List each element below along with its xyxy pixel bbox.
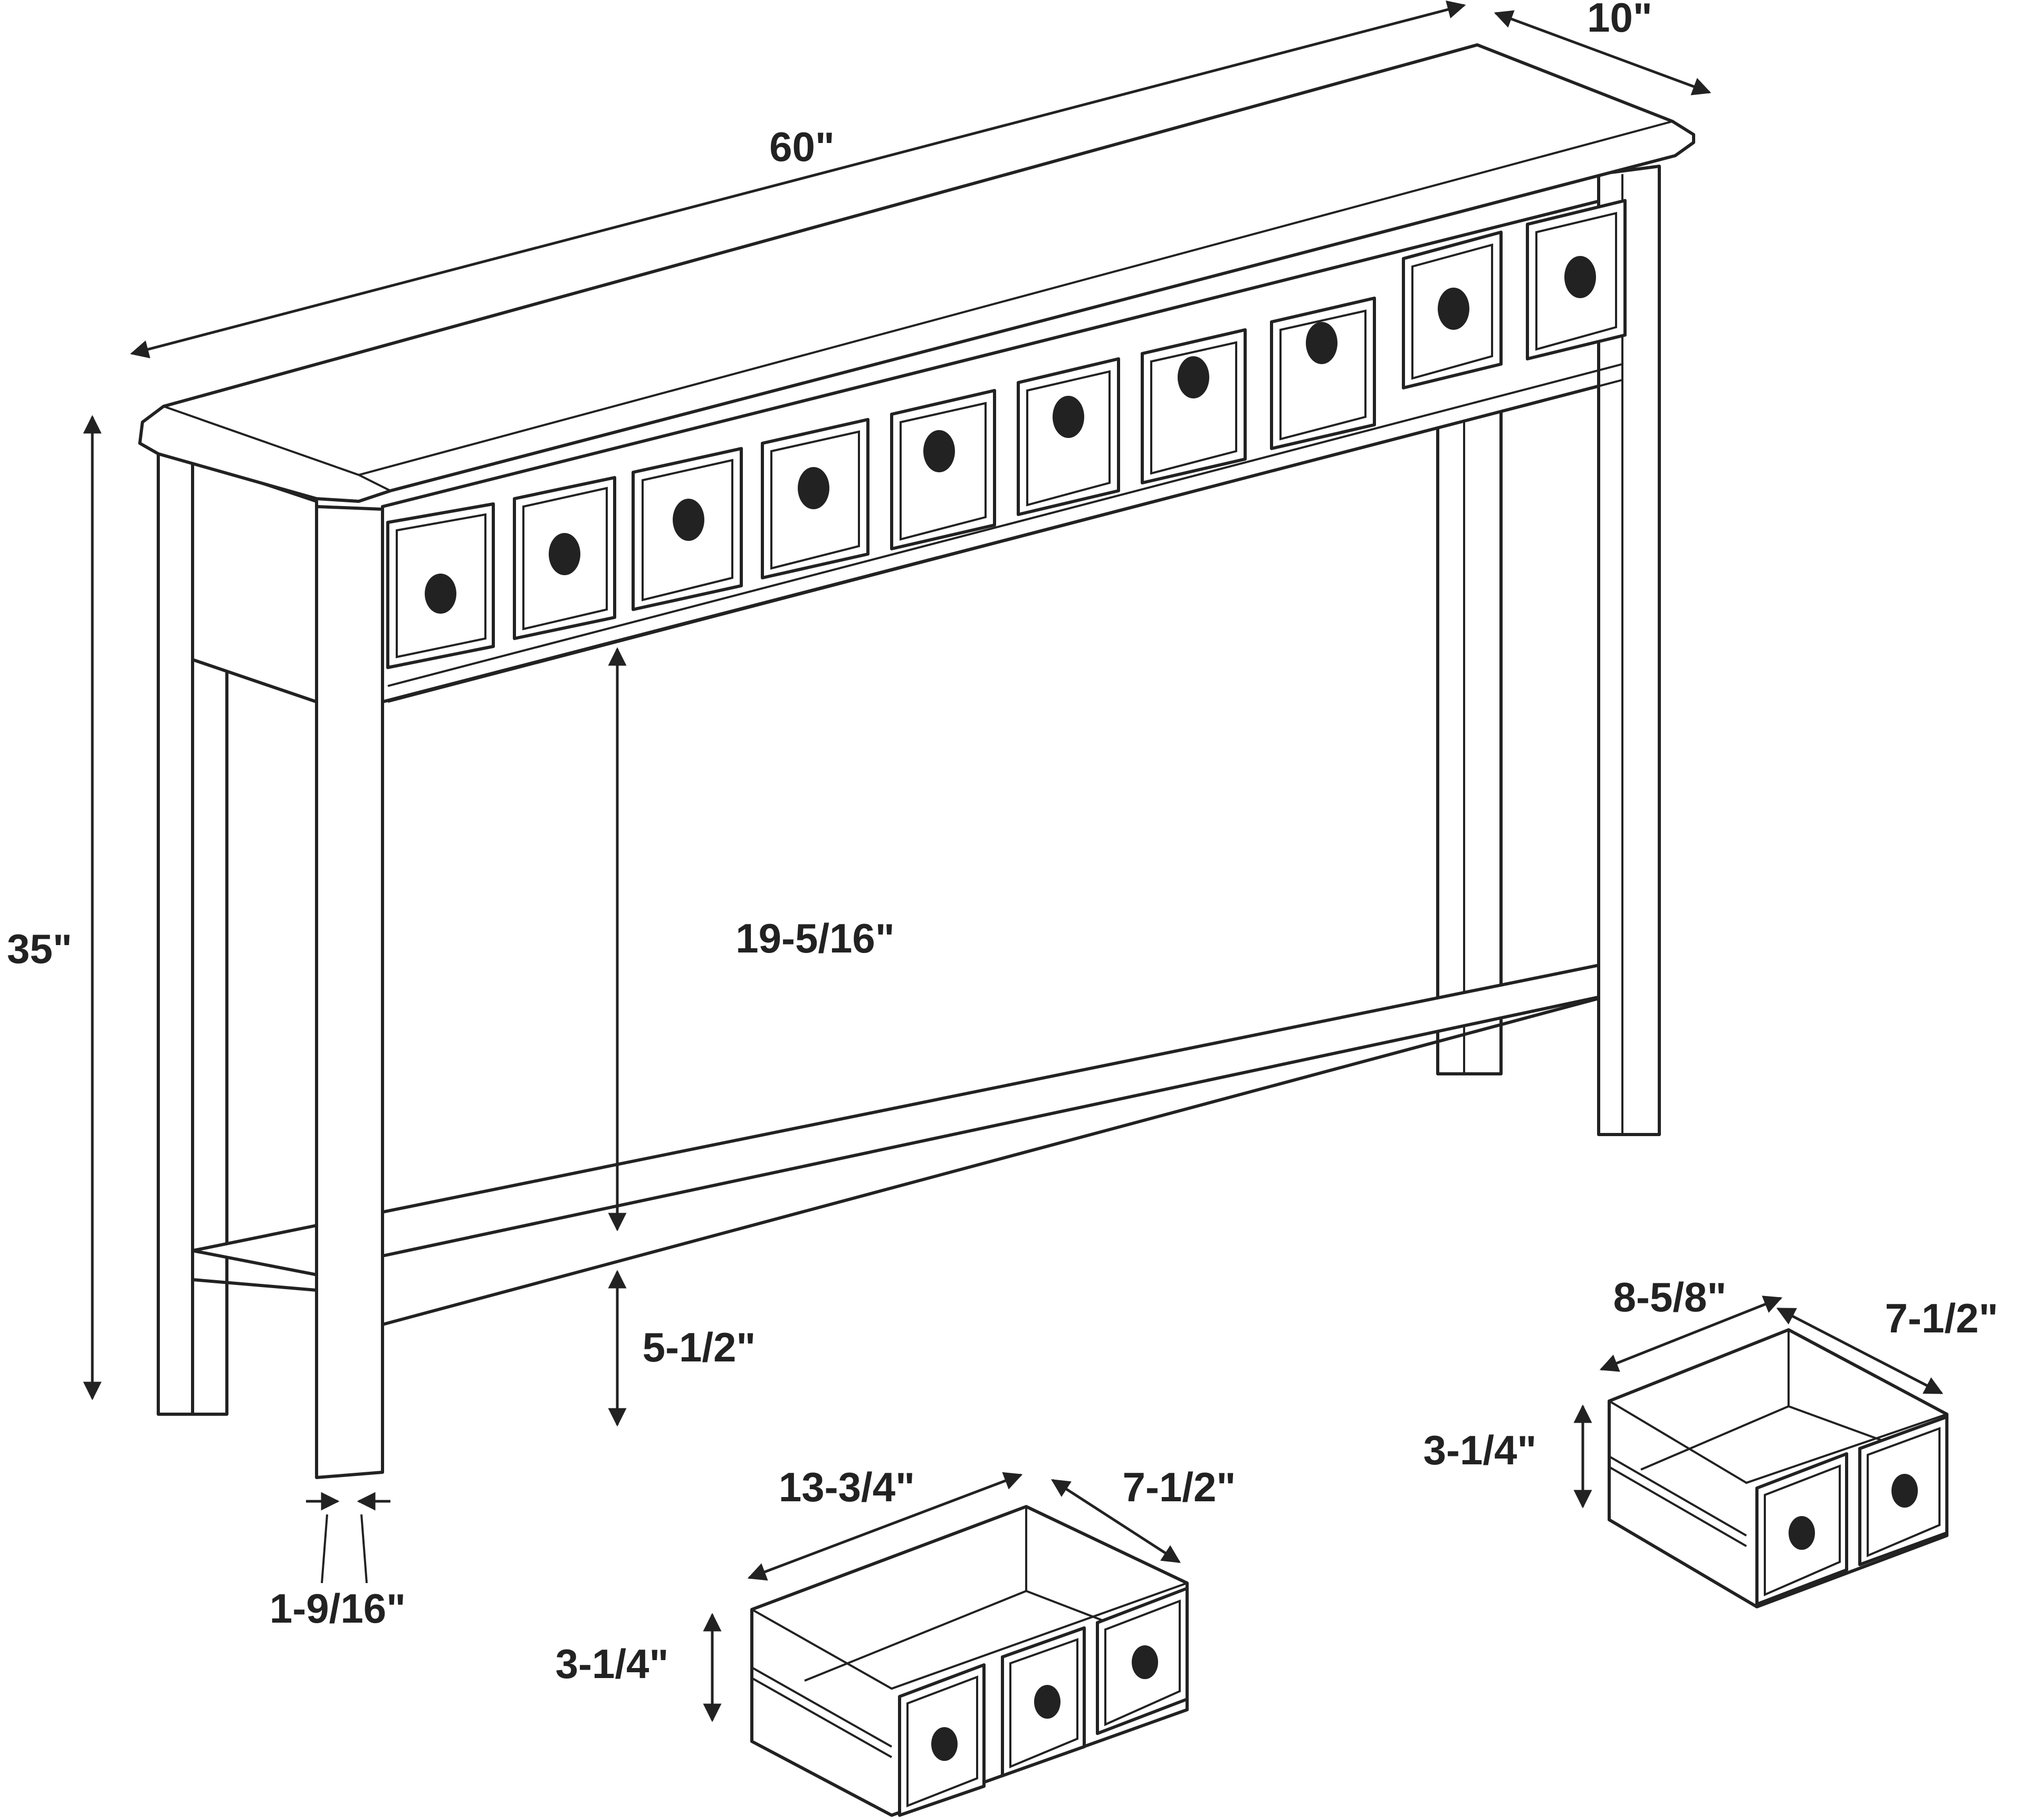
back-left-leg (191, 653, 228, 1416)
knob-icon (549, 533, 580, 575)
small-drawer-depth-label: 7-1/2" (1885, 1295, 1999, 1341)
knob-icon (1034, 1685, 1060, 1719)
small-drawer-width-line (1599, 1295, 1783, 1372)
drawer-front (1858, 1415, 1948, 1566)
knob-icon (1789, 1516, 1815, 1550)
small-drawer-depth-line (1776, 1307, 1944, 1395)
drawer-front (1096, 1587, 1189, 1735)
drawer-front (386, 502, 495, 669)
lower-shelf (191, 959, 1624, 1289)
dimension-lines (83, 1, 1944, 1722)
height-label: 35" (7, 926, 72, 972)
small-drawer-height-label: 3-1/4" (1423, 1427, 1537, 1473)
shelf-clearance-label: 19-5/16" (735, 915, 895, 961)
large-drawer (750, 1505, 1189, 1817)
large-drawer-width-label: 13-3/4" (779, 1464, 915, 1510)
small-drawer-width-label: 8-5/8" (1613, 1274, 1727, 1320)
shelf-height-label: 5-1/2" (643, 1324, 756, 1370)
drawer-front (632, 447, 743, 611)
knob-icon (1132, 1645, 1158, 1679)
large-drawer-depth-label: 7-1/2" (1123, 1464, 1236, 1510)
knob-icon (1178, 356, 1209, 398)
knob-icon (1891, 1474, 1918, 1508)
drawer-front (513, 476, 616, 640)
back-right-leg (1436, 402, 1503, 1075)
large-drawer-height-label: 3-1/4" (556, 1641, 669, 1687)
length-label: 60" (769, 123, 835, 170)
small-drawer (1608, 1328, 1948, 1608)
drawer-front (1141, 328, 1247, 484)
depth-label: 10" (1587, 0, 1652, 41)
depth-dimension-line (1494, 10, 1712, 96)
knob-icon (1438, 288, 1469, 330)
knob-icon (1306, 322, 1337, 364)
drawer-front (1402, 231, 1503, 389)
apron-drawers (386, 199, 1627, 669)
knob-icon (673, 499, 704, 541)
front-left-leg (315, 505, 384, 1479)
large-drawer-depth-line (1051, 1479, 1181, 1564)
leg-width-label: 1-9/16" (270, 1585, 406, 1632)
drawer-front (1526, 199, 1627, 360)
drawer-front (1001, 1626, 1086, 1777)
knob-icon (931, 1727, 958, 1761)
drawer-front (898, 1663, 986, 1817)
drawer-front (761, 418, 869, 579)
drawer-front (1017, 357, 1120, 516)
large-drawer-width-line (747, 1472, 1023, 1581)
knob-icon (923, 430, 955, 472)
front-right-leg (1597, 165, 1661, 1136)
knob-icon (425, 574, 456, 614)
knob-icon (1053, 396, 1084, 438)
drawer-front (1755, 1452, 1848, 1606)
dimension-labels: 60" 10" 35" 19-5/16" 5-1/2" 1-9/16" 13-3… (7, 0, 1998, 1687)
front-left-leg-outer (157, 452, 194, 1416)
knob-icon (1564, 256, 1596, 298)
length-dimension-line (130, 1, 1466, 358)
knob-icon (798, 467, 829, 509)
drawer-front (890, 389, 996, 550)
drawer-front (1270, 297, 1376, 450)
